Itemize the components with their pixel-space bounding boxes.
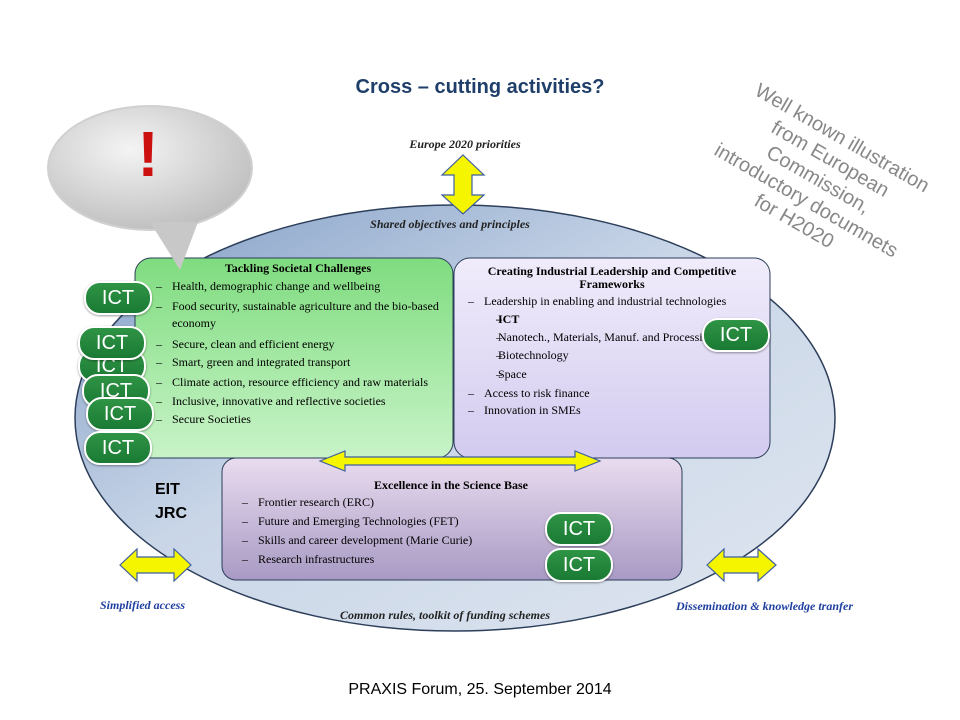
ict-badge: ICT xyxy=(86,397,154,431)
industrial-item: Access to risk finance xyxy=(462,386,762,400)
industrial-subitem: Biotechnology xyxy=(490,348,762,362)
simplified-access-label: Simplified access xyxy=(100,598,185,612)
speech-bubble-tail xyxy=(150,222,198,270)
science-item: Skills and career development (Marie Cur… xyxy=(236,533,666,547)
societal-item: Secure, clean and efficient energy xyxy=(150,337,446,351)
industrial-box: Creating Industrial Leadership and Compe… xyxy=(462,264,762,418)
exclamation-mark: ! xyxy=(137,118,159,190)
box-link-arrow xyxy=(318,450,602,472)
societal-item: Climate action, resource efficiency and … xyxy=(150,374,446,391)
science-item: Frontier research (ERC) xyxy=(236,495,666,509)
shared-objectives-label: Shared objectives and principles xyxy=(370,217,530,231)
societal-item: Health, demographic change and wellbeing xyxy=(150,279,446,293)
science-box: Excellence in the Science Base Frontier … xyxy=(236,478,666,567)
societal-item: Inclusive, innovative and reflective soc… xyxy=(150,395,446,407)
speech-bubble xyxy=(47,105,253,231)
ict-badge: ICT xyxy=(84,431,152,465)
science-title: Excellence in the Science Base xyxy=(374,478,528,492)
industrial-item: Innovation in SMEs xyxy=(462,403,762,417)
science-item: Future and Emerging Technologies (FET) xyxy=(236,514,666,528)
ict-badge: ICT xyxy=(78,326,146,360)
ict-badge: ICT xyxy=(702,318,770,352)
industrial-subitem: Space xyxy=(490,367,762,381)
dissemination-label: Dissemination & knowledge tranfer xyxy=(676,599,854,613)
societal-list: Health, demographic change and wellbeing… xyxy=(150,279,446,426)
industrial-item: Leadership in enabling and industrial te… xyxy=(462,295,762,307)
societal-item: Food security, sustainable agriculture a… xyxy=(150,298,446,332)
industrial-list: Leadership in enabling and industrial te… xyxy=(462,295,762,417)
industrial-subitem: ICT xyxy=(490,312,762,326)
societal-title: Tackling Societal Challenges xyxy=(224,261,372,275)
ict-badge: ICT xyxy=(545,512,613,546)
left-arrow xyxy=(119,547,192,583)
science-list: Frontier research (ERC) Future and Emerg… xyxy=(236,495,666,566)
ict-badge: ICT xyxy=(545,548,613,582)
societal-item: Secure Societies xyxy=(150,412,446,426)
industrial-title: Creating Industrial Leadership and Compe… xyxy=(487,264,737,291)
right-arrow xyxy=(706,547,777,583)
industrial-subitem: Nanotech., Materials, Manuf. and Process… xyxy=(490,331,728,343)
ict-badge: ICT xyxy=(84,281,152,315)
eit-label: EIT xyxy=(155,481,180,498)
eit-jrc: EIT JRC xyxy=(155,478,187,526)
science-item: Research infrastructures xyxy=(236,552,666,566)
jrc-label: JRC xyxy=(155,505,188,522)
europe-priorities-label: Europe 2020 priorities xyxy=(409,137,521,151)
societal-item: Smart, green and integrated transport xyxy=(150,355,446,369)
page-title: Cross – cutting activities? xyxy=(355,76,605,98)
europe-arrow xyxy=(440,154,486,215)
societal-box: Tackling Societal Challenges Health, dem… xyxy=(150,261,446,427)
footer: PRAXIS Forum, 25. September 2014 xyxy=(348,681,612,698)
common-rules-label: Common rules, toolkit of funding schemes xyxy=(339,608,551,622)
